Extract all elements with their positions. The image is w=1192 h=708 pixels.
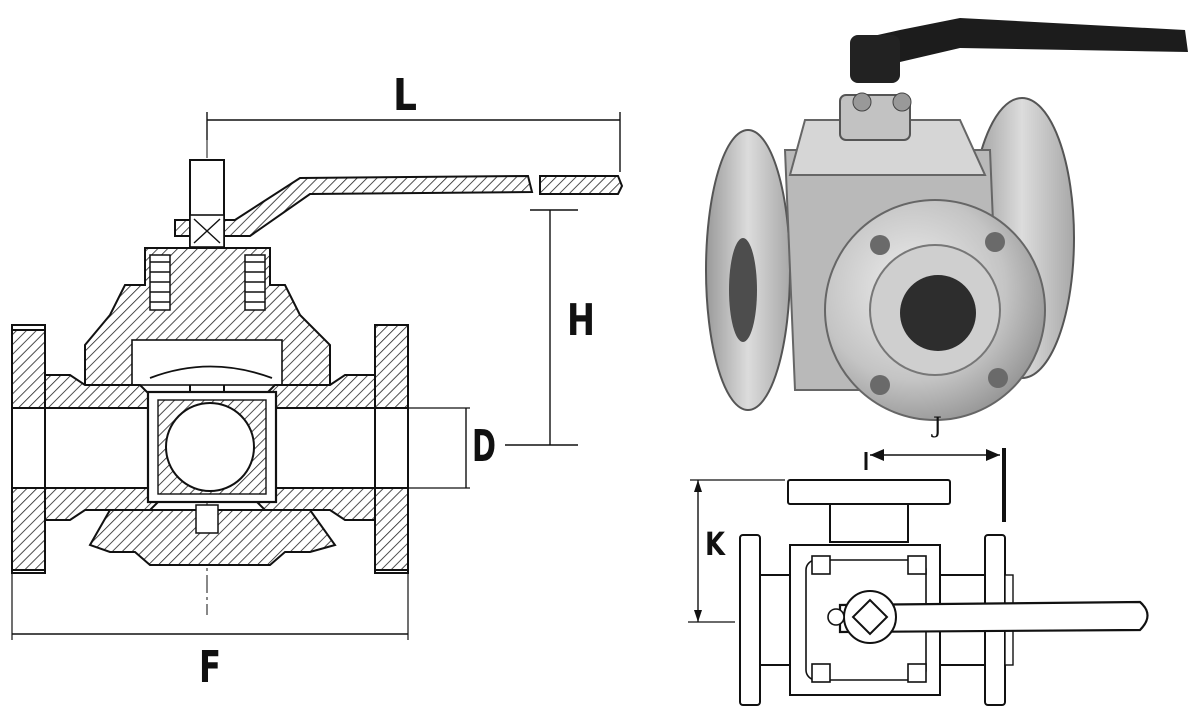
top-view: J K: [688, 414, 1149, 706]
lever-handle-photo: [855, 18, 1188, 75]
lever-handle: [174, 174, 624, 237]
dimension-f: F: [11, 573, 409, 693]
left-flange: [11, 324, 46, 574]
dimension-d: D: [408, 407, 496, 489]
plug: [146, 365, 278, 504]
label-j: J: [931, 414, 942, 439]
dimension-h: H: [505, 209, 595, 446]
lever-top-view: [838, 600, 1149, 634]
label-d: D: [472, 421, 496, 472]
dimension-l: L: [206, 70, 621, 172]
bonnet-assembly: [84, 214, 331, 386]
section-view: L: [11, 70, 624, 693]
dimension-j: J: [864, 414, 1006, 522]
dimension-k: K: [688, 479, 785, 623]
label-f: F: [199, 642, 221, 693]
label-k: K: [705, 525, 726, 563]
valve-illustration: [705, 18, 1188, 421]
label-h: H: [567, 295, 595, 346]
label-l: L: [393, 70, 417, 121]
bottom-cover: [88, 509, 337, 566]
right-flange: [374, 324, 409, 574]
